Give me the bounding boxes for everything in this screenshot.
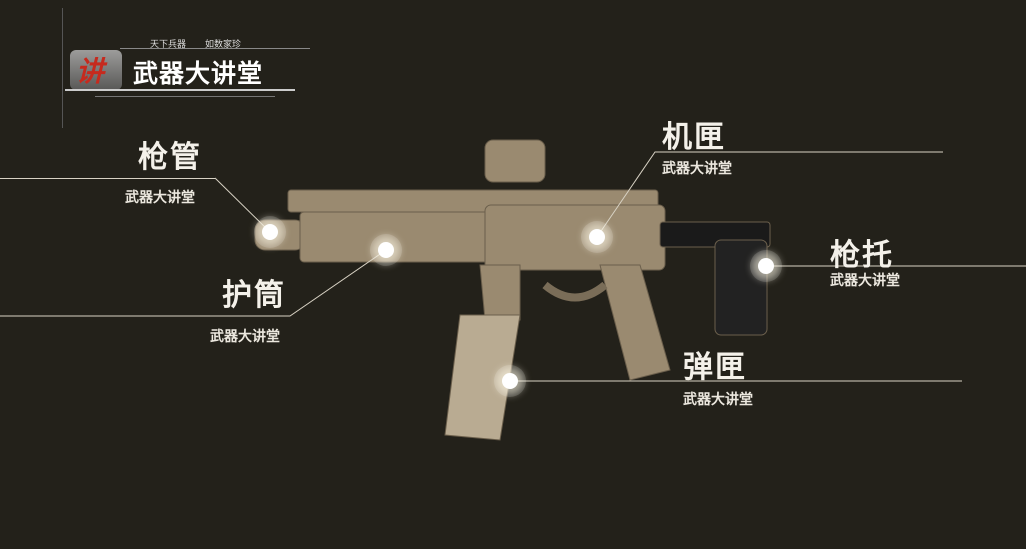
callout-title-barrel: 枪管 xyxy=(138,140,202,175)
logo-name: 武器大讲堂 xyxy=(133,59,264,88)
magazine-hotspot[interactable] xyxy=(502,373,518,389)
stock-brace xyxy=(714,239,768,336)
slogan-left: 天下兵器 xyxy=(150,40,187,50)
callout-title-magazine: 弹匣 xyxy=(683,350,747,385)
receiver-leader-line xyxy=(596,151,943,238)
handguard-hotspot[interactable] xyxy=(378,242,394,258)
trigger-guard xyxy=(542,281,608,302)
callout-title-stock: 枪托 xyxy=(830,238,894,273)
logo-emblem-char: 讲 xyxy=(76,55,105,88)
barrel-leader-line xyxy=(214,177,271,233)
callout-sub-handguard: 武器大讲堂 xyxy=(210,329,280,345)
stock-hotspot[interactable] xyxy=(758,258,774,274)
callout-sub-stock: 武器大讲堂 xyxy=(830,273,900,289)
logo-emblem xyxy=(70,50,122,90)
red-dot-sight xyxy=(484,139,546,183)
barrel-leader-line xyxy=(0,178,215,179)
callout-title-handguard: 护筒 xyxy=(222,278,286,313)
barrel-hotspot[interactable] xyxy=(262,224,278,240)
magazine xyxy=(444,314,521,441)
callout-sub-receiver: 武器大讲堂 xyxy=(662,161,732,177)
receiver-hotspot[interactable] xyxy=(589,229,605,245)
handguard-leader-line xyxy=(0,249,387,317)
magwell xyxy=(479,264,521,321)
callout-sub-magazine: 武器大讲堂 xyxy=(683,392,753,408)
grip xyxy=(599,264,671,381)
callout-sub-barrel: 武器大讲堂 xyxy=(125,190,195,206)
callout-title-receiver: 机匣 xyxy=(662,120,726,155)
slogan-right: 如数家珍 xyxy=(205,40,242,50)
